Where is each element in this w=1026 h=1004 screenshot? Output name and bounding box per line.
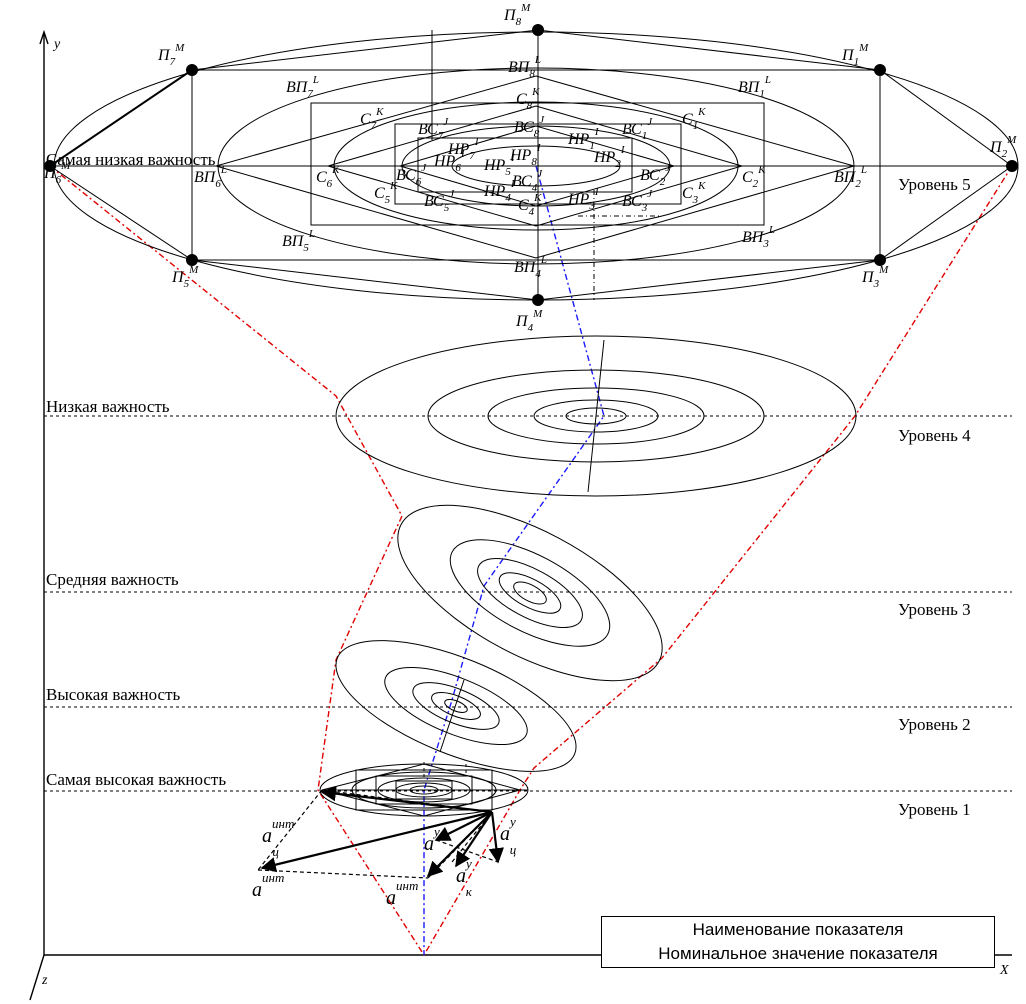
point-label-vs_j-1: ВС1J <box>622 116 653 142</box>
level-label-3: Уровень 3 <box>898 600 971 619</box>
level-labels: Уровень 5 Уровень 4 Уровень 3 Уровень 2 … <box>898 175 971 819</box>
point-label-vs_j-3: ВС3J <box>622 188 653 214</box>
point-label-c_k-5: C5K <box>374 180 398 206</box>
level1-structure <box>319 763 529 817</box>
point-label-nr_i-1: НР1I <box>567 126 600 152</box>
vertex-dot-p6 <box>44 160 56 172</box>
point-label-vs_j-8: ВС8J <box>514 114 545 140</box>
point-label-p_m-8: П8M <box>503 2 531 28</box>
legend-line-value: Номинальное значение показателя <box>658 944 938 963</box>
point-label-c_k-3: C3K <box>682 180 706 206</box>
y-axis-label: y <box>52 37 61 52</box>
vector-label-a-int-left: aинт <box>252 870 284 901</box>
level-label-1: Уровень 1 <box>898 800 971 819</box>
point-label-nr_i-6: НР6I <box>433 148 466 174</box>
point-label-c_k-8: C8K <box>516 86 540 112</box>
importance-labels: Самая низкая важность Низкая важность Ср… <box>46 148 320 789</box>
vertex-dot-p2 <box>1006 160 1018 172</box>
point-label-vs_j-5: ВС5J <box>424 188 455 214</box>
point-label-vs_j-6: ВС6J <box>396 162 427 188</box>
vector-label-a-int-center: aинт <box>386 878 418 909</box>
point-label-vp_l-5: ВП5L <box>282 228 315 254</box>
level5-dash-dot-guides <box>537 185 660 300</box>
importance-label-5: Самая низкая важность <box>46 150 216 169</box>
red-cone-outline <box>49 165 1013 956</box>
point-label-vp_l-4: ВП4L <box>514 254 547 280</box>
point-label-c_k-7: C7K <box>360 106 384 132</box>
point-label-nr_i-2: НР2I <box>593 144 626 170</box>
importance-label-4: Низкая важность <box>46 397 170 416</box>
importance-label-1: Самая высокая важность <box>46 770 226 789</box>
point-label-p_m-6: П6M <box>43 160 71 186</box>
point-label-p_m-3: П3M <box>861 264 889 290</box>
vector-label-a-y: ay <box>424 824 440 855</box>
point-label-p_m-2: П2M <box>989 134 1017 160</box>
level4-ellipses <box>335 335 857 497</box>
point-label-p_m-4: П4M <box>515 308 543 334</box>
point-label-c_k-4: C4K <box>518 192 542 218</box>
vector-diagram <box>257 785 504 879</box>
vertex-dots <box>44 24 1018 306</box>
vertex-dot-p5 <box>186 254 198 266</box>
point-label-p_m-5: П5M <box>171 264 199 290</box>
point-label-nr_i-7: НР7I <box>447 136 480 162</box>
point-label-vp_l-3: ВП3L <box>742 224 775 250</box>
legend-line-name: Наименование показателя <box>692 920 904 939</box>
point-label-vs_j-7: ВС7J <box>418 116 449 142</box>
point-label-vp_l-8: ВП8L <box>508 54 541 80</box>
importance-label-2: Высокая важность <box>46 685 181 704</box>
point-label-vs_j-4: ВС4J <box>512 168 543 194</box>
level3-ellipses <box>397 504 663 682</box>
z-axis-line <box>29 954 45 1001</box>
z-axis-label: z <box>41 973 48 988</box>
level5-point-labels: П7M П8M П1M П2M П3M П4M П5M П6M ВП7L ВП8L ВП1L ВП2L… <box>43 2 1017 334</box>
blue-center-axis <box>423 165 605 955</box>
point-label-nr_i-3: НР3I <box>567 186 600 212</box>
point-label-c_k-2: C2K <box>742 164 766 190</box>
level-label-2: Уровень 2 <box>898 715 971 734</box>
x-axis-label: X <box>999 963 1009 978</box>
importance-label-3: Средняя важность <box>46 570 179 589</box>
point-label-nr_i-4: НР4I <box>483 178 516 204</box>
point-label-vp_l-1: ВП1L <box>738 74 771 100</box>
point-label-nr_i-8: НР8I <box>509 142 542 168</box>
vertex-dot-p1 <box>874 64 886 76</box>
level-label-4: Уровень 4 <box>898 426 971 445</box>
level2-ellipses <box>335 640 577 772</box>
vertex-dot-p8 <box>532 24 544 36</box>
point-label-vp_l-2: ВП2L <box>834 164 867 190</box>
legend-box: Наименование показателя Номинальное знач… <box>601 916 995 968</box>
vertex-dot-p4 <box>532 294 544 306</box>
point-label-vp_l-7: ВП7L <box>286 74 319 100</box>
point-label-c_k-6: C6K <box>316 164 340 190</box>
point-label-p_m-1: П1M <box>841 42 869 68</box>
point-label-vs_j-2: ВС2J <box>640 162 671 188</box>
point-label-nr_i-5: НР5I <box>483 152 516 178</box>
point-label-p_m-7: П7M <box>157 42 185 68</box>
level2-stem <box>439 679 465 753</box>
vertex-dot-p3 <box>874 254 886 266</box>
point-label-vp_l-6: ВП6L <box>194 164 227 190</box>
level1-dash-guides <box>423 762 467 780</box>
vertex-dot-p7 <box>186 64 198 76</box>
level-label-5: Уровень 5 <box>898 175 971 194</box>
point-label-c_k-1: C1K <box>682 106 706 132</box>
